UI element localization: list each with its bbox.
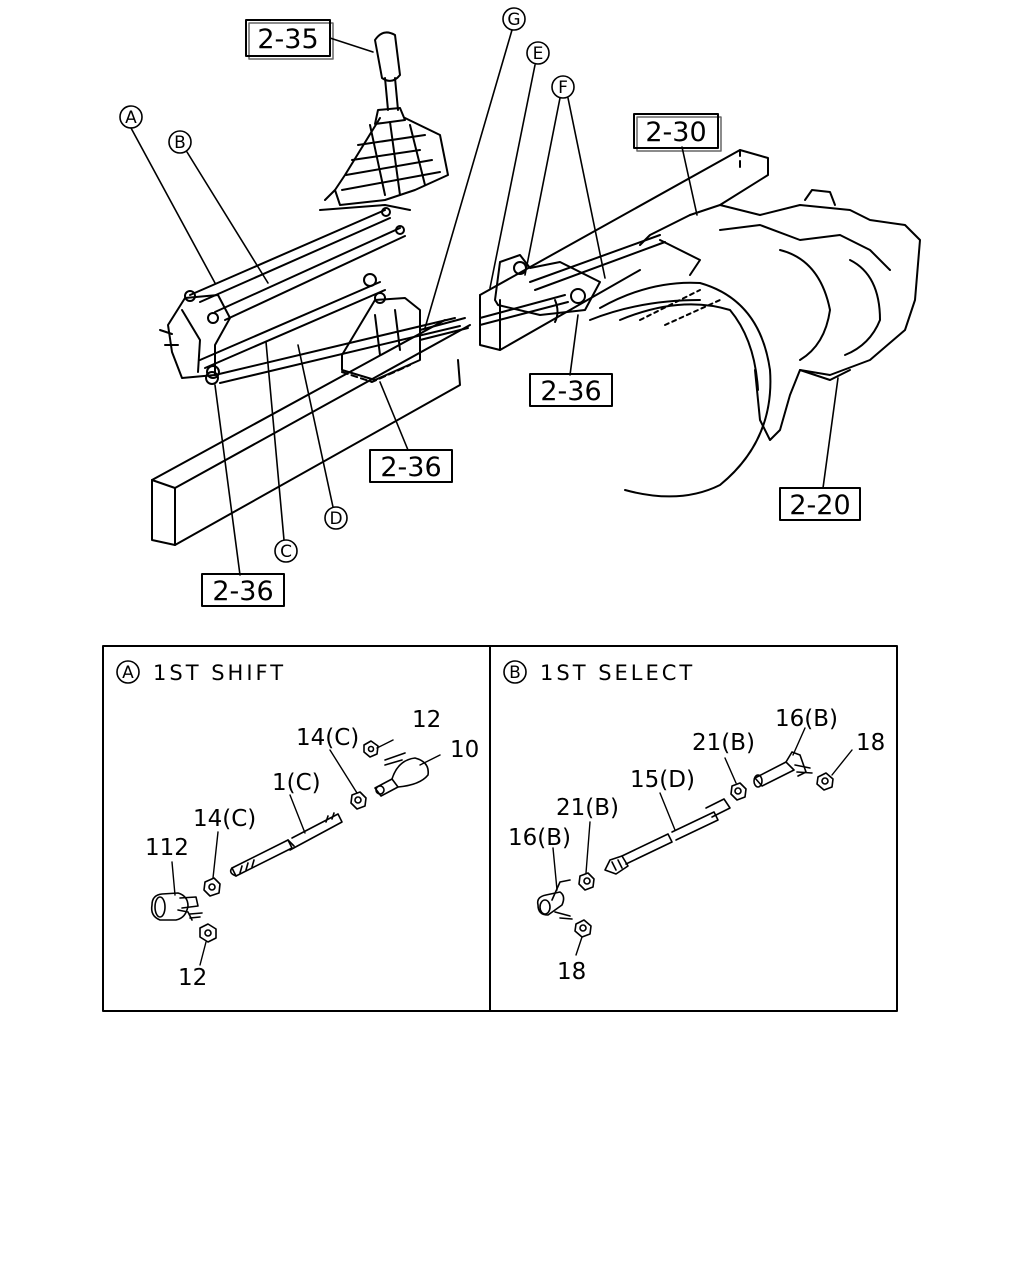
callout-f-circle bbox=[551, 75, 575, 99]
callout-e-label: E bbox=[533, 44, 544, 64]
callout-e-circle bbox=[526, 41, 550, 65]
leader-lines bbox=[130, 29, 839, 576]
frame-rail bbox=[151, 149, 769, 546]
callout-a-circle bbox=[119, 105, 143, 129]
panel-leaders bbox=[171, 727, 853, 966]
callout-a-label: A bbox=[125, 108, 137, 128]
ref-box-2-30[interactable] bbox=[633, 113, 722, 152]
ref-2-35-label: 2-35 bbox=[257, 24, 318, 55]
ref-2-36-center-label: 2-36 bbox=[380, 452, 441, 483]
panel-a-badge-circle bbox=[116, 660, 140, 684]
label-1c: 1(C) bbox=[272, 770, 321, 796]
cables-upper bbox=[184, 207, 406, 324]
callout-f-label: F bbox=[558, 78, 568, 98]
label-18-top: 18 bbox=[856, 730, 885, 756]
panel-a-title: 1ST SHIFT bbox=[153, 661, 286, 685]
transmission-bracket bbox=[479, 234, 666, 326]
ref-2-36-right-label: 2-36 bbox=[540, 376, 601, 407]
ref-box-2-35[interactable] bbox=[245, 19, 334, 60]
callout-d-circle bbox=[324, 506, 348, 530]
callout-c-circle bbox=[274, 539, 298, 563]
panel-b-title: 1ST SELECT bbox=[540, 661, 695, 685]
panel-b-badge: B bbox=[509, 663, 521, 683]
ref-box-2-36-center[interactable] bbox=[369, 449, 453, 483]
callout-b-label: B bbox=[174, 133, 186, 153]
label-14c-left: 14(C) bbox=[193, 806, 256, 832]
ref-box-2-36-right[interactable] bbox=[529, 373, 613, 407]
clutch-housing bbox=[589, 281, 772, 498]
callout-c-label: C bbox=[280, 542, 292, 562]
callout-b-circle bbox=[168, 130, 192, 154]
shift-lever bbox=[374, 31, 406, 125]
callout-g-label: G bbox=[507, 10, 520, 30]
transmission-body bbox=[639, 189, 921, 441]
label-12-top: 12 bbox=[412, 707, 441, 733]
label-21b-right: 21(B) bbox=[692, 730, 755, 756]
shift-boot bbox=[319, 117, 449, 211]
panel-a-badge: A bbox=[122, 663, 134, 683]
label-16b-left: 16(B) bbox=[508, 825, 571, 851]
label-18-bottom: 18 bbox=[557, 959, 586, 985]
ref-2-20-label: 2-20 bbox=[789, 490, 850, 521]
ref-box-2-20[interactable] bbox=[779, 487, 861, 521]
panel-a-parts bbox=[150, 740, 430, 943]
ref-2-30-label: 2-30 bbox=[645, 117, 706, 148]
label-112: 112 bbox=[145, 835, 189, 861]
lever-bracket bbox=[159, 294, 231, 385]
center-bracket bbox=[341, 297, 469, 383]
label-15d: 15(D) bbox=[630, 767, 695, 793]
panel-b-badge-circle bbox=[503, 660, 527, 684]
ref-box-2-36-bottom[interactable] bbox=[201, 573, 285, 607]
detail-panel-frame bbox=[102, 645, 898, 1012]
ref-2-36-bottom-label: 2-36 bbox=[212, 576, 273, 607]
label-10: 10 bbox=[450, 737, 479, 763]
label-21b-left: 21(B) bbox=[556, 795, 619, 821]
label-14c-right: 14(C) bbox=[296, 725, 359, 751]
panel-b-parts bbox=[536, 751, 834, 938]
callout-g-circle bbox=[502, 7, 526, 31]
label-12-bottom: 12 bbox=[178, 965, 207, 991]
label-16b-right: 16(B) bbox=[775, 706, 838, 732]
callout-d-label: D bbox=[329, 509, 342, 529]
